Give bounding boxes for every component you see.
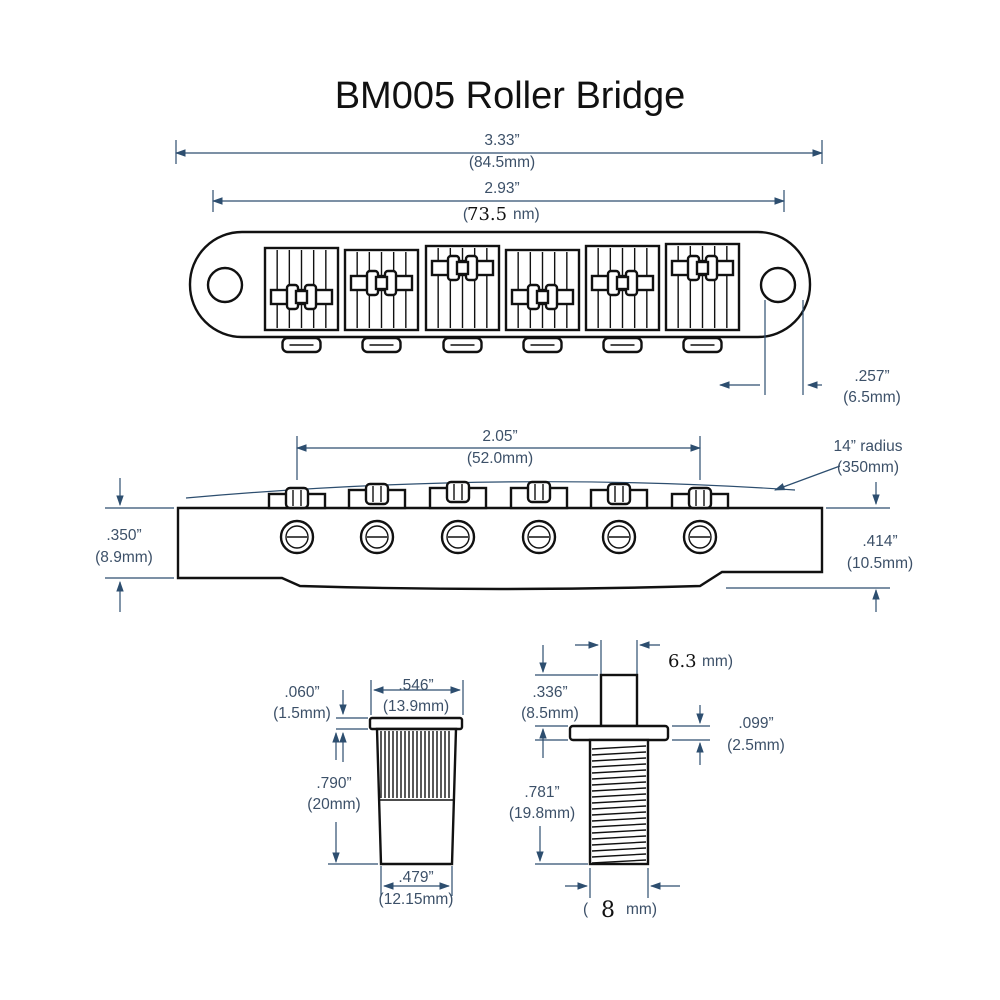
- roller-side-3: [445, 480, 471, 504]
- right-height-mm: (10.5mm): [847, 555, 913, 572]
- intonation-screws: [279, 519, 718, 555]
- overall-length-inch: 3.33”: [484, 132, 519, 149]
- left-height-inch: .350”: [106, 527, 141, 544]
- overall-length-mm: (84.5mm): [469, 154, 535, 171]
- stud-flange-mm: (2.5mm): [727, 737, 785, 754]
- stud-bottom-unit: mm): [626, 901, 657, 918]
- saddles-top: [263, 242, 741, 332]
- diagram-title: BM005 Roller Bridge: [335, 75, 686, 117]
- edge-distance-mm: (6.5mm): [843, 389, 901, 406]
- bushing-height-inch: .790”: [316, 775, 351, 792]
- bushing-bottom-inch: .479”: [398, 869, 433, 886]
- bridge-body-side: [176, 506, 824, 591]
- mount-spacing-mm-unit: nm): [513, 206, 540, 223]
- edge-distance-inch: .257”: [854, 368, 889, 385]
- mount-spacing-mm-open: (: [463, 206, 469, 223]
- stud-bottom-open: (: [583, 901, 589, 918]
- roller-side-6: [687, 486, 713, 510]
- stud-top-unit: mm): [702, 653, 733, 670]
- bushing-knurl: [380, 731, 450, 798]
- stud-top-value: 6.3: [668, 651, 697, 672]
- roller-side-2: [364, 482, 390, 506]
- right-height-inch: .414”: [862, 533, 897, 550]
- left-mount-hole: [206, 266, 244, 304]
- radius-arc: [185, 481, 796, 499]
- mounting-stud: 6.3 mm) .336” (8.5mm) .781” (19.8mm) .09…: [509, 640, 785, 923]
- anchor-bushing: .546” (13.9mm) .060” (1.5mm) .790” (20mm…: [273, 677, 464, 908]
- mount-spacing-inch: 2.93”: [484, 180, 519, 197]
- mount-spacing-mm-value: 73.5: [467, 204, 507, 225]
- stud-post: [599, 673, 639, 728]
- bushing-flange-inch: .060”: [284, 684, 319, 701]
- radius-mm: (350mm): [837, 459, 899, 476]
- side-view: 2.05” (52.0mm) 14” radius (350mm) .350” …: [95, 428, 913, 612]
- stud-flange: [568, 724, 670, 742]
- stud-head-inch: .336”: [532, 684, 567, 701]
- string-spacing-mm: (52.0mm): [467, 450, 533, 467]
- stud-flange-inch: .099”: [738, 715, 773, 732]
- stud-bottom-value: 8: [601, 898, 615, 923]
- roller-side-4: [526, 480, 552, 504]
- adjust-screws-top: [281, 336, 723, 354]
- bushing-width-mm: (13.9mm): [383, 698, 449, 715]
- radius-inch: 14” radius: [834, 438, 903, 455]
- bushing-flange-mm: (1.5mm): [273, 705, 331, 722]
- roller-side-5: [606, 482, 632, 506]
- stud-thread-mm: (19.8mm): [509, 805, 575, 822]
- saddles-side: [267, 480, 730, 510]
- bushing-width-inch: .546”: [398, 677, 433, 694]
- string-spacing-inch: 2.05”: [482, 428, 517, 445]
- bushing-height-mm: (20mm): [307, 796, 360, 813]
- top-view: 3.33” (84.5mm) 2.93” ( 73.5 nm) .257” (6…: [174, 132, 901, 406]
- right-mount-hole: [759, 266, 797, 304]
- stud-threads: [591, 745, 647, 864]
- stud-thread-inch: .781”: [524, 784, 559, 801]
- bushing-flange: [368, 716, 464, 731]
- bushing-bottom-mm: (12.15mm): [379, 891, 454, 908]
- stud-head-mm: (8.5mm): [521, 705, 579, 722]
- left-height-mm: (8.9mm): [95, 549, 153, 566]
- roller-side-1: [284, 486, 310, 510]
